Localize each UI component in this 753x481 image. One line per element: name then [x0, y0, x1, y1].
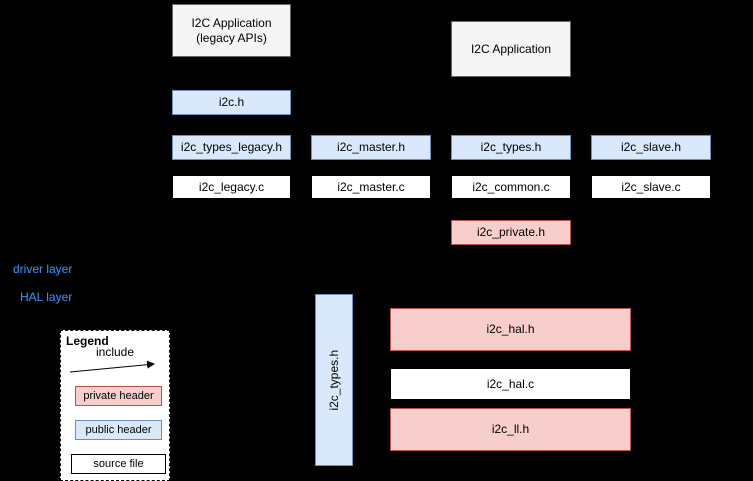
legend-include-label: include — [95, 345, 135, 359]
node-label: (legacy APIs) — [196, 30, 267, 45]
node-i2c-common-c: i2c_common.c — [451, 175, 571, 199]
include-arrow-icon — [69, 360, 155, 373]
legend-item-private-header: private header — [75, 386, 162, 406]
node-i2c-h: i2c.h — [172, 90, 291, 115]
node-i2c-slave-c: i2c_slave.c — [591, 175, 711, 199]
legend-title: Legend — [66, 334, 109, 348]
legend-item-source-file: source file — [71, 454, 166, 474]
node-i2c-types-h-vertical: i2c_types.h — [315, 294, 353, 466]
node-i2c-master-h: i2c_master.h — [311, 135, 431, 160]
hal-layer-label: HAL layer — [20, 290, 73, 304]
node-i2c-hal-c: i2c_hal.c — [390, 368, 631, 400]
node-i2c-master-c: i2c_master.c — [311, 175, 431, 199]
driver-layer-label: driver layer — [13, 262, 73, 276]
legend-item-public-header: public header — [75, 420, 162, 440]
node-i2c-legacy-c: i2c_legacy.c — [172, 175, 291, 199]
node-i2c-types-legacy-h: i2c_types_legacy.h — [172, 135, 291, 160]
node-label: i2c_types.h — [326, 349, 341, 411]
node-i2c-hal-h: i2c_hal.h — [390, 308, 631, 351]
node-i2c-application: I2C Application — [451, 21, 571, 77]
node-i2c-ll-h: i2c_ll.h — [390, 408, 631, 451]
node-i2c-types-h: i2c_types.h — [451, 135, 571, 160]
node-i2c-private-h: i2c_private.h — [451, 220, 571, 245]
node-label: I2C Application — [191, 16, 272, 31]
node-i2c-slave-h: i2c_slave.h — [591, 135, 711, 160]
node-i2c-application-legacy: I2C Application (legacy APIs) — [172, 4, 291, 57]
legend: Legend include private header public hea… — [60, 330, 170, 481]
